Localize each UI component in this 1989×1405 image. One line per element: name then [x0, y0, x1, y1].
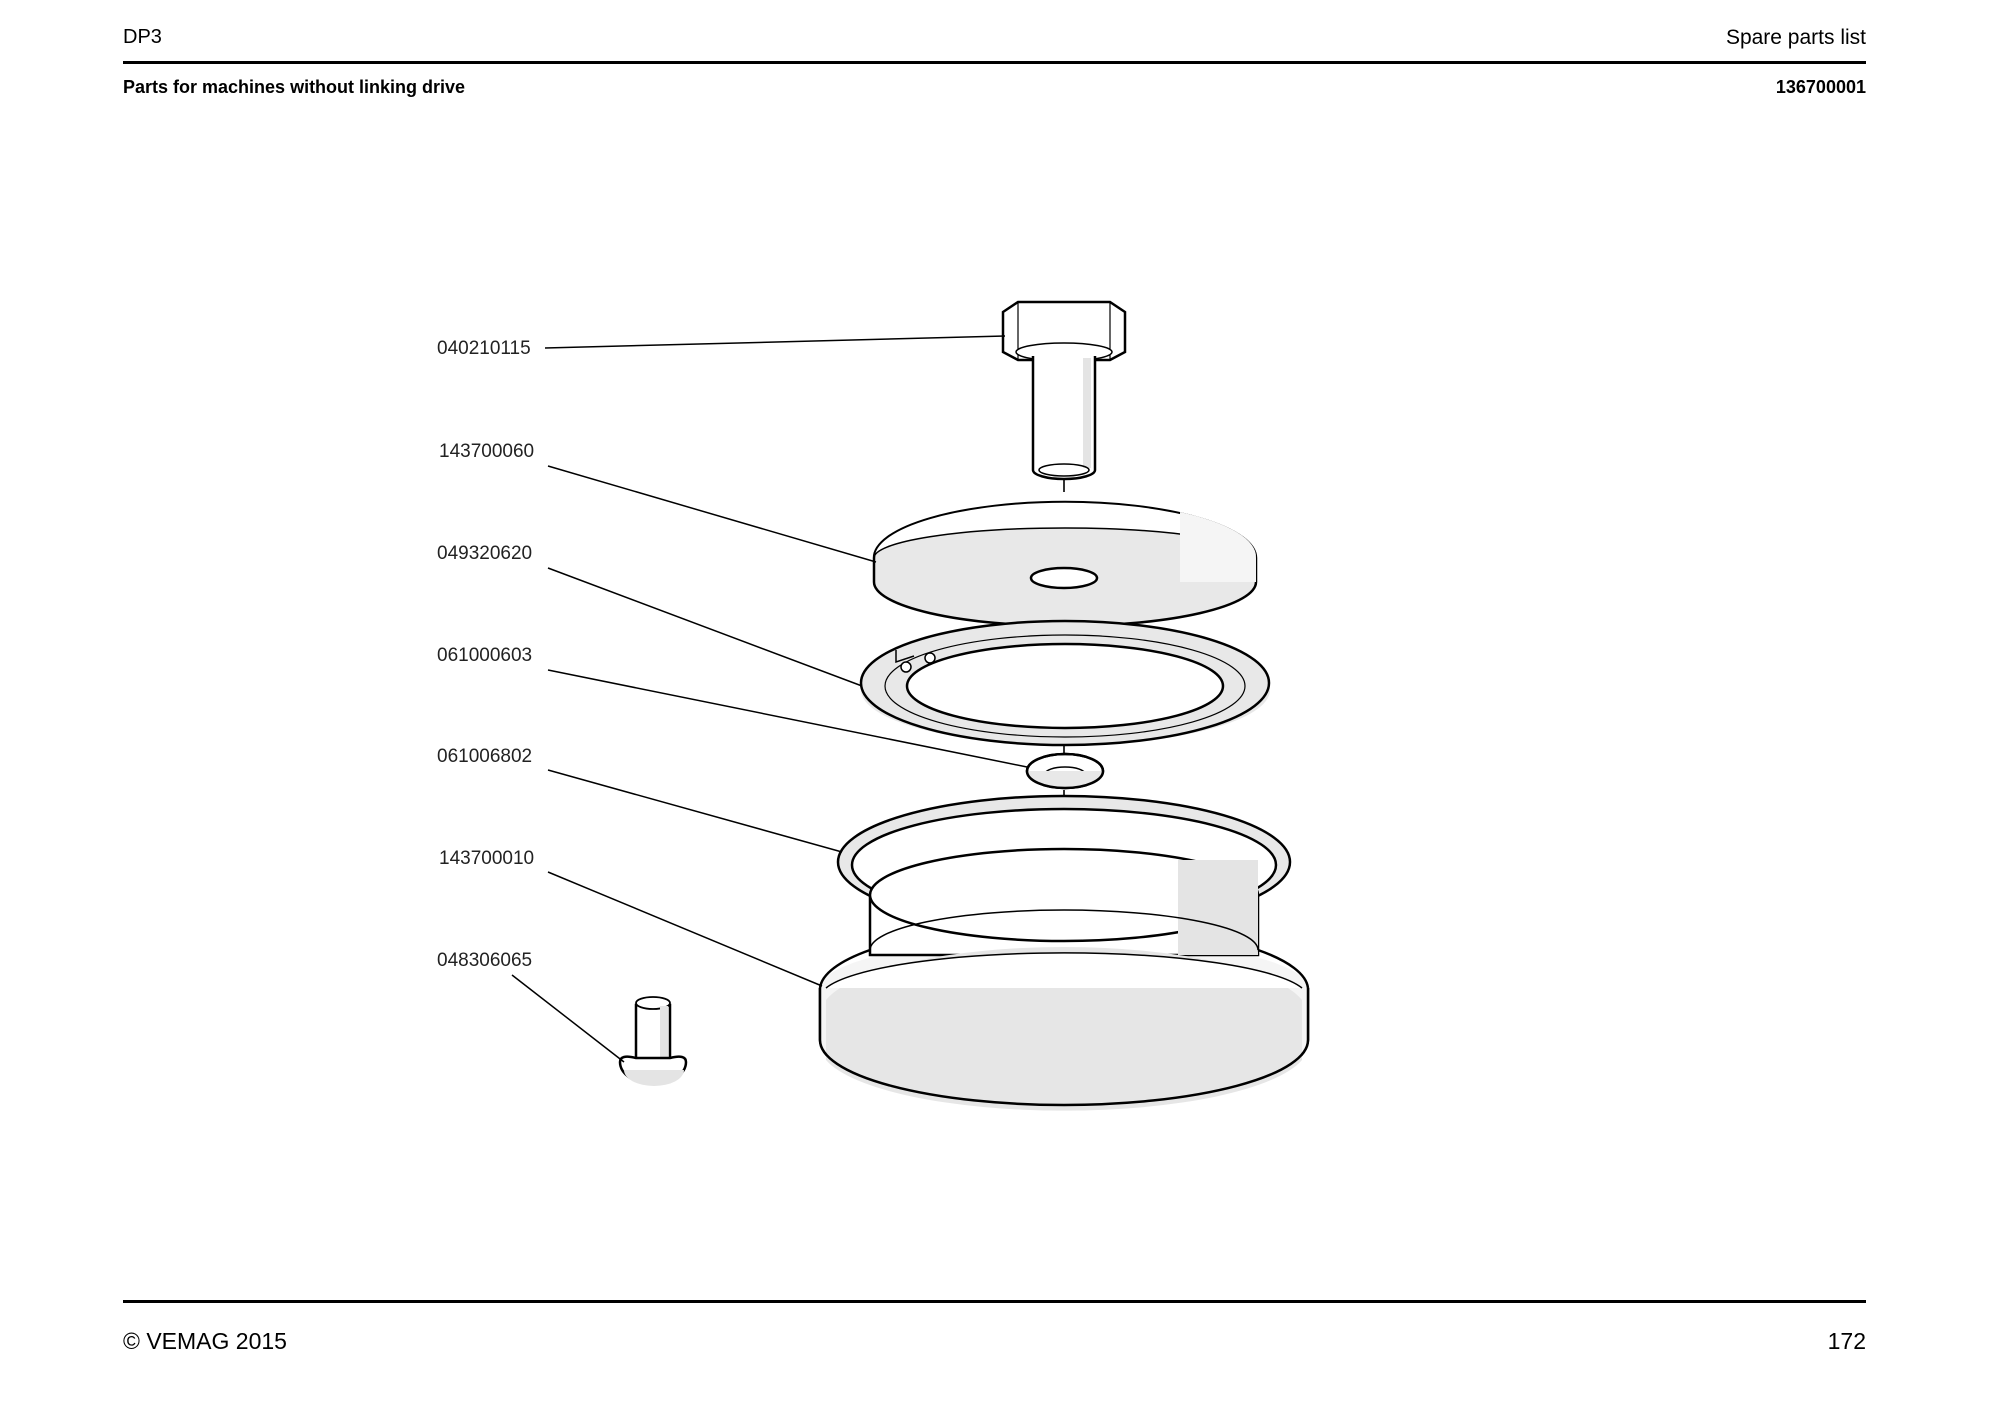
- callout-label: 143700060: [439, 441, 534, 462]
- document-type: Spare parts list: [1725, 26, 1866, 49]
- machine-model: DP3: [123, 26, 162, 48]
- footer-rule: [123, 1300, 1866, 1303]
- callout-label: 048306065: [437, 950, 532, 971]
- copyright: © VEMAG 2015: [123, 1328, 287, 1354]
- page-number: 172: [1827, 1328, 1866, 1354]
- small-washer-part: [1025, 752, 1105, 790]
- dome-pin-part: [618, 996, 688, 1086]
- callout-label: 061006802: [437, 746, 532, 767]
- document-number: 136700001: [1775, 77, 1866, 97]
- ring-plate-part: [859, 619, 1271, 747]
- callout-label: 143700010: [439, 848, 534, 869]
- top-disc-part: [872, 500, 1258, 628]
- callout-labels: 040210115 143700060 049320620 061000603 …: [437, 338, 534, 971]
- callout-label: 049320620: [437, 543, 532, 564]
- hex-bolt-part: [1001, 300, 1127, 481]
- leader-lines: [511, 335, 1028, 1063]
- base-housing-part: [818, 847, 1310, 1111]
- callout-label: 040210115: [437, 338, 531, 359]
- callout-label: 061000603: [437, 645, 532, 666]
- header-rule: [123, 61, 1866, 64]
- section-title: Parts for machines without linking drive: [123, 77, 466, 97]
